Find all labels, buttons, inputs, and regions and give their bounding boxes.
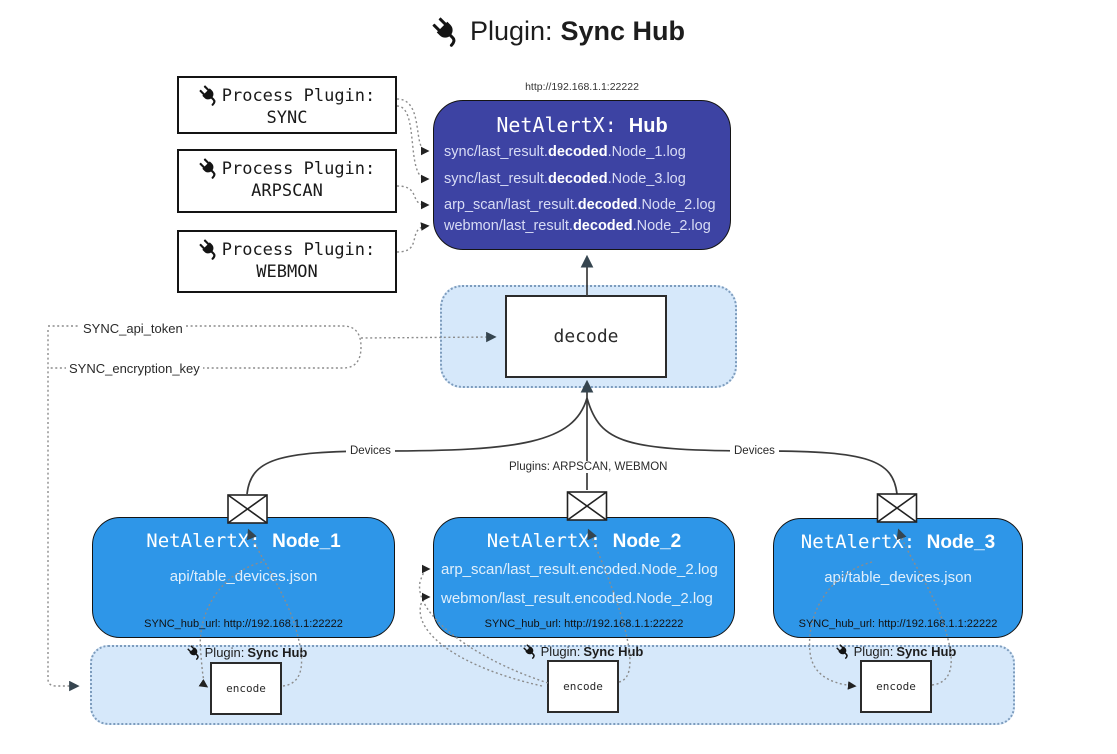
encode-box-1: encode: [210, 662, 282, 715]
hub-log-line: sync/last_result.decoded.Node_1.log: [444, 144, 686, 160]
plug-icon: [184, 642, 205, 663]
page-title: Plugin: Sync Hub: [0, 16, 1117, 47]
hub-box: NetAlertX: Hub sync/last_result.decoded.…: [433, 100, 731, 250]
hub-url: http://192.168.1.1:22222: [525, 81, 639, 93]
node-title: NetAlertX: Node_2: [486, 530, 682, 552]
process-plugin-name: WEBMON: [256, 262, 318, 282]
node-file: api/table_devices.json: [824, 569, 972, 586]
process-plugin-label: Process Plugin:: [221, 158, 376, 179]
title-prefix: Plugin:: [469, 16, 553, 46]
plug-icon: [520, 641, 541, 662]
encode-box-3: encode: [860, 660, 932, 713]
encode-plugin-label: Plugin:Sync Hub: [167, 645, 327, 660]
node-file: arp_scan/last_result.encoded.Node_2.log: [441, 561, 718, 578]
plug-icon: [194, 81, 224, 111]
hub-title: NetAlertX: Hub: [434, 113, 730, 138]
encode-label: encode: [226, 682, 266, 695]
hub-log-line: arp_scan/last_result.decoded.Node_2.log: [444, 197, 716, 213]
plug-icon: [833, 641, 854, 662]
process-plugin-arpscan: Process Plugin: ARPSCAN: [177, 149, 397, 213]
process-plugin-label: Process Plugin:: [221, 85, 376, 106]
node-3-box: NetAlertX: Node_3 api/table_devices.json…: [773, 518, 1023, 638]
hub-log-line: webmon/last_result.decoded.Node_2.log: [444, 218, 711, 234]
encode-label: encode: [563, 680, 603, 693]
decode-box: decode: [505, 295, 667, 378]
node-hub-url: SYNC_hub_url: http://192.168.1.1:22222: [798, 618, 998, 630]
title-name: Sync Hub: [560, 16, 686, 46]
hub-log-line: sync/last_result.decoded.Node_3.log: [444, 171, 686, 187]
process-plugin-name: SYNC: [266, 108, 308, 128]
hub-title-name: Hub: [628, 115, 668, 137]
process-plugin-label: Process Plugin:: [221, 239, 376, 260]
hub-title-prefix: NetAlertX:: [496, 113, 629, 137]
process-plugin-webmon: Process Plugin: WEBMON: [177, 230, 397, 293]
node-hub-url: SYNC_hub_url: http://192.168.1.1:22222: [144, 618, 343, 630]
process-plugin-name: ARPSCAN: [251, 181, 323, 201]
node-file: webmon/last_result.encoded.Node_2.log: [441, 590, 713, 607]
node-title: NetAlertX: Node_3: [800, 531, 996, 553]
decode-label: decode: [553, 326, 619, 347]
node-hub-url: SYNC_hub_url: http://192.168.1.1:22222: [484, 618, 684, 630]
plug-icon: [426, 10, 468, 52]
node-file: api/table_devices.json: [169, 568, 318, 585]
encode-plugin-label: Plugin:Sync Hub: [816, 644, 976, 659]
encode-plugin-label: Plugin:Sync Hub: [503, 644, 663, 659]
process-plugin-sync: Process Plugin: SYNC: [177, 76, 397, 134]
encode-label: encode: [876, 680, 916, 693]
plug-icon: [194, 154, 224, 184]
node-1-box: NetAlertX: Node_1 api/table_devices.json…: [92, 517, 395, 638]
node-2-box: NetAlertX: Node_2 arp_scan/last_result.e…: [433, 517, 735, 638]
encode-box-2: encode: [547, 660, 619, 713]
node-title: NetAlertX: Node_1: [146, 530, 341, 552]
plug-icon: [194, 235, 224, 265]
